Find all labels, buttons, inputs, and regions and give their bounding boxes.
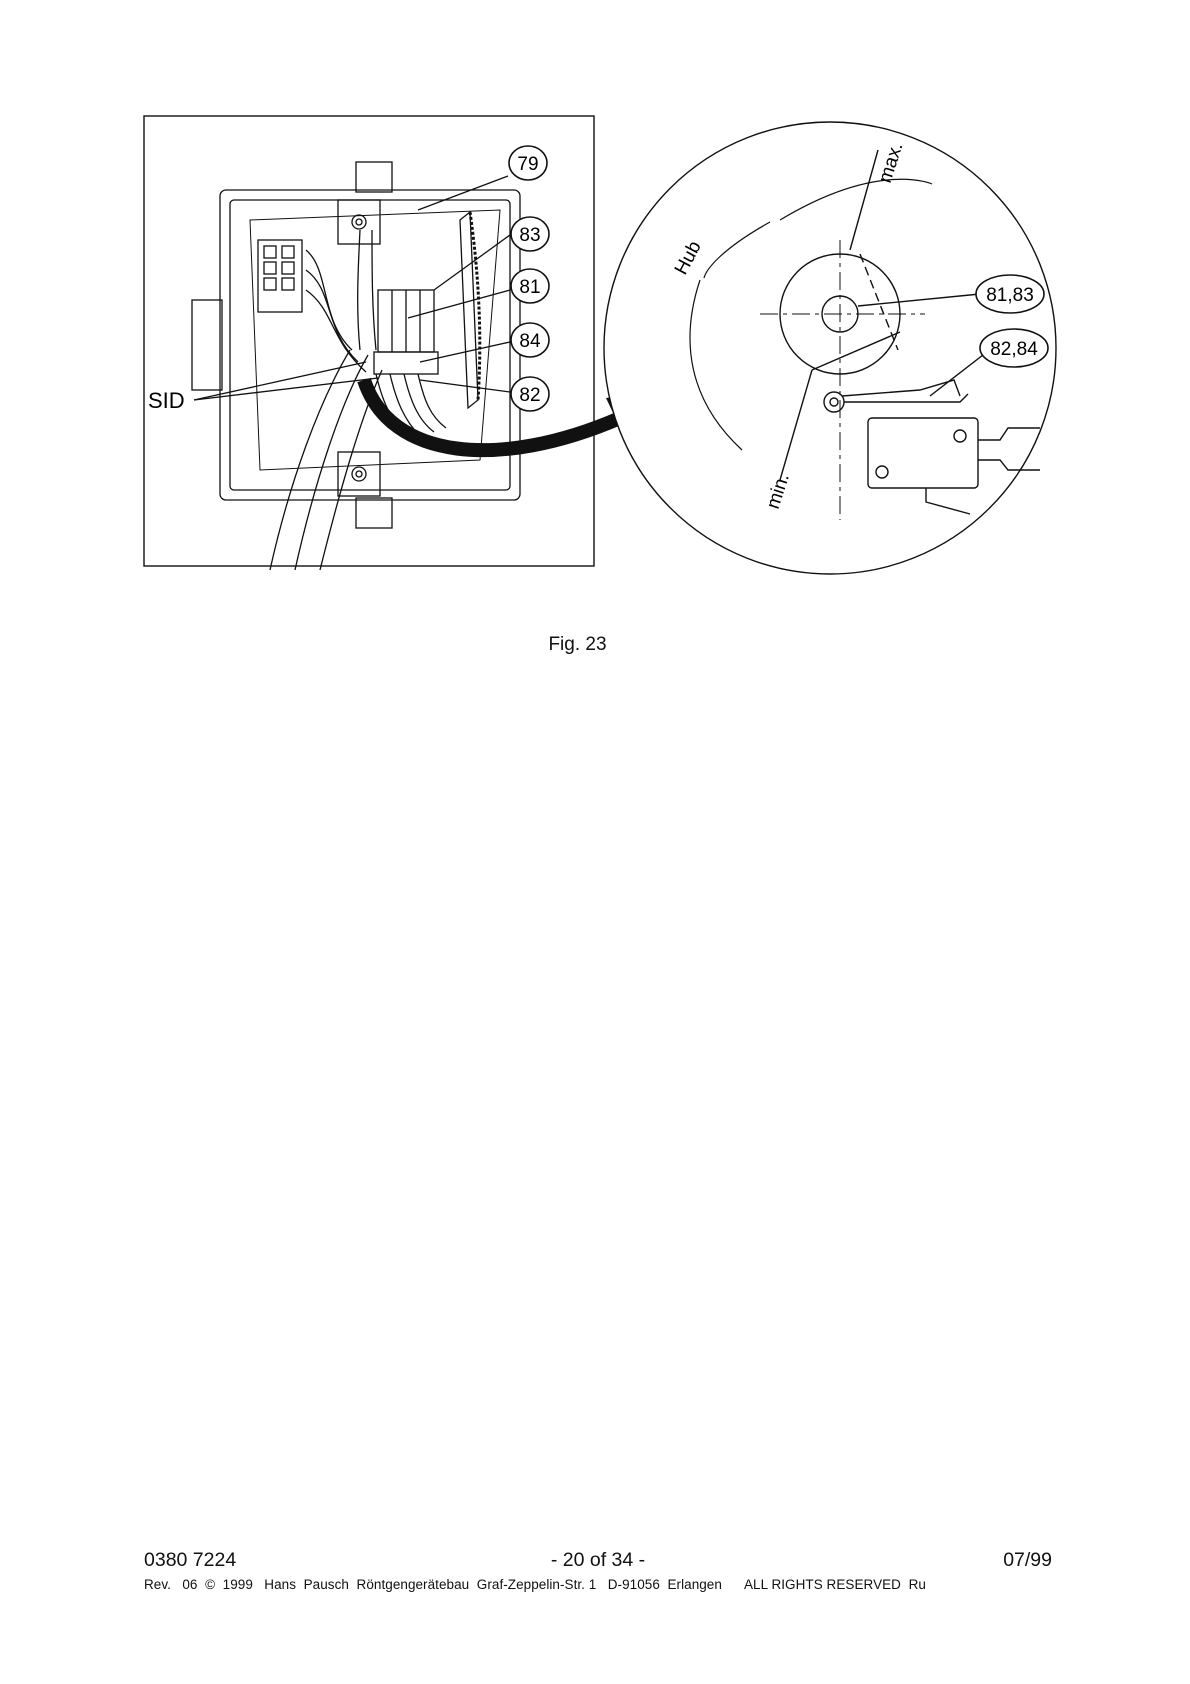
page-number: - 20 of 34 - bbox=[144, 1549, 1052, 1572]
footer-main-row: 0380 7224 - 20 of 34 - 07/99 bbox=[144, 1549, 1052, 1575]
callout-83: 83 bbox=[519, 225, 540, 246]
copyright-line: Rev. 06 © 1999 Hans Pausch Röntgengeräte… bbox=[144, 1577, 1052, 1592]
callout-81-83: 81,83 bbox=[986, 285, 1034, 306]
callout-82-84: 82,84 bbox=[990, 339, 1038, 360]
revision-date: 07/99 bbox=[1003, 1549, 1052, 1572]
callout-82: 82 bbox=[519, 385, 540, 406]
figure-caption: Fig. 23 bbox=[0, 634, 1155, 656]
figure-23: 79 83 81 84 82 SID bbox=[120, 100, 1080, 580]
callout-79: 79 bbox=[517, 154, 538, 175]
left-panel bbox=[144, 116, 650, 570]
page-footer: 0380 7224 - 20 of 34 - 07/99 Rev. 06 © 1… bbox=[144, 1549, 1052, 1592]
callout-84: 84 bbox=[519, 331, 541, 352]
sid-label: SID bbox=[148, 388, 185, 413]
callout-81: 81 bbox=[519, 277, 540, 298]
